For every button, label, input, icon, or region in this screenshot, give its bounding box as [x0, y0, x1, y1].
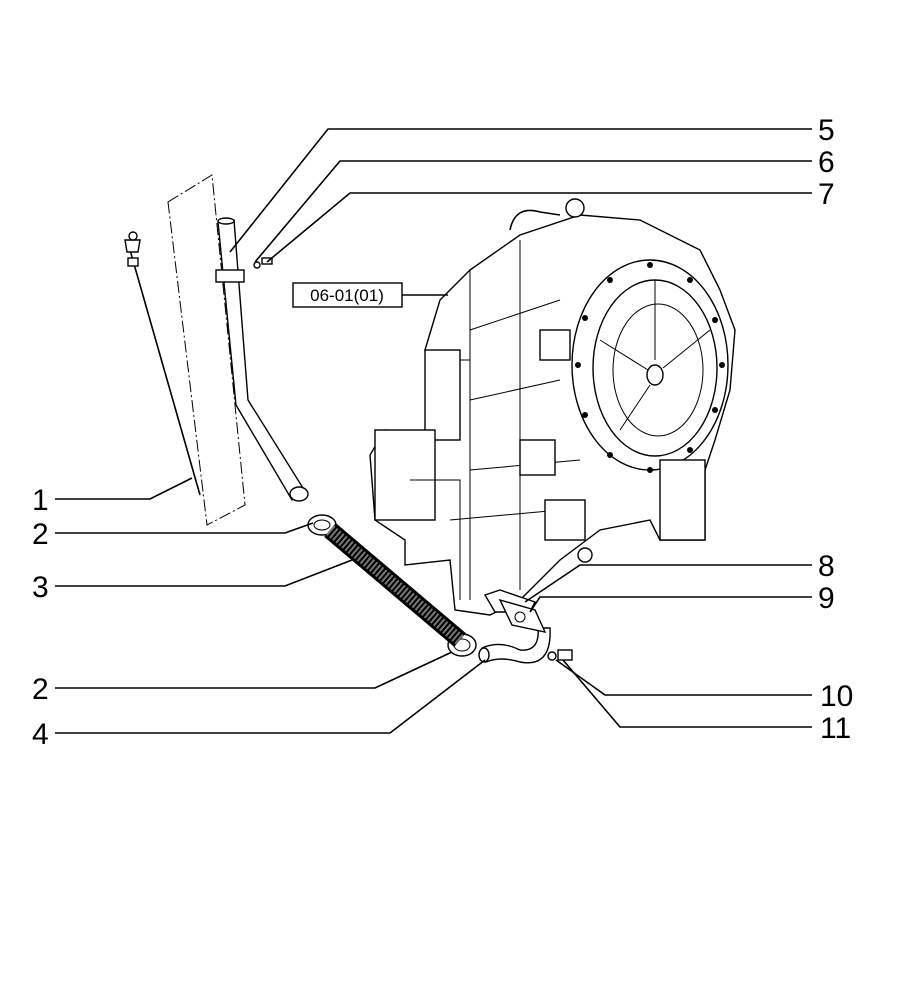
callout-5: 5	[818, 114, 835, 147]
callout-10: 10	[820, 680, 853, 713]
leader-lines	[55, 128, 812, 734]
callout-7: 7	[818, 178, 835, 211]
callout-1: 1	[32, 484, 49, 517]
gasket-flange	[498, 598, 547, 633]
callout-numbers: 5 6 7 1 2 3 8 9 2 10 4 11	[32, 114, 853, 751]
filler-tube	[215, 217, 309, 502]
elbow-pipe	[478, 627, 551, 664]
callout-3: 3	[32, 571, 49, 604]
callout-2-lower: 2	[32, 673, 49, 706]
bolt-ring	[575, 262, 725, 473]
reference-box: 06-01(01)	[292, 282, 448, 308]
callout-11: 11	[820, 712, 851, 745]
bolt-washer-flange	[547, 649, 573, 661]
hose	[324, 523, 466, 647]
callout-8: 8	[818, 550, 835, 583]
callout-2-upper: 2	[32, 518, 49, 551]
reference-box-label: 06-01(01)	[310, 286, 384, 305]
callout-4: 4	[32, 718, 49, 751]
callout-6: 6	[818, 146, 835, 179]
transmission-housing	[369, 198, 736, 616]
dipstick	[124, 174, 246, 526]
callout-9: 9	[818, 582, 835, 615]
